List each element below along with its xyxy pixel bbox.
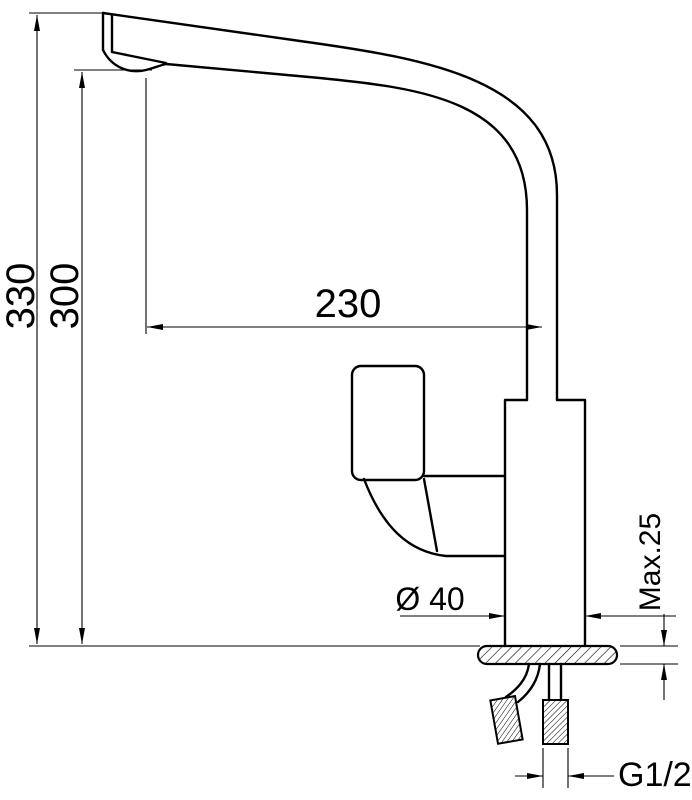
dimension-lines xyxy=(29,12,678,788)
spout-end-cap xyxy=(101,11,114,54)
spout-outer-edge xyxy=(101,11,559,402)
dimension-labels: 330 300 230 Ø 40 Max.25 G1/2 xyxy=(0,263,692,794)
label-max-deck-thickness: Max.25 xyxy=(634,513,667,611)
witness-lines xyxy=(29,12,678,788)
label-connection-thread: G1/2 xyxy=(618,756,692,794)
faucet-body xyxy=(503,398,587,648)
mounting-deck xyxy=(476,644,619,666)
spout-inner-edge xyxy=(164,62,529,402)
faucet-outline xyxy=(101,11,619,745)
label-spout-reach: 230 xyxy=(315,282,382,326)
supply-hoses xyxy=(504,662,563,704)
label-body-diameter: Ø 40 xyxy=(395,581,464,617)
spray-head xyxy=(101,48,168,73)
handle-mount xyxy=(362,474,507,558)
handle-grip xyxy=(350,364,426,482)
label-overall-height: 330 xyxy=(0,263,43,330)
hose-fitting-right xyxy=(542,699,569,745)
hose-fitting-left xyxy=(489,694,524,745)
label-spout-height: 300 xyxy=(43,263,87,330)
